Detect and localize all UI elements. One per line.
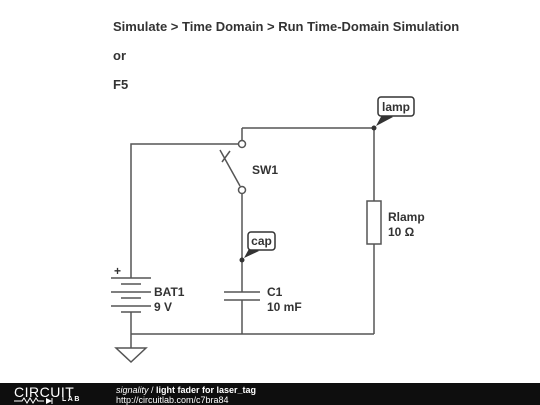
battery-value-label: 9 V [154,300,172,314]
node-tag-lamp-label: lamp [382,100,410,114]
node-tag-cap[interactable]: cap [239,231,276,263]
logo-lab-text: LAB [62,396,81,403]
footer-circuit-title: light fader for laser_tag [156,385,257,395]
battery-name-label: BAT1 [154,285,185,299]
capacitor-name-label: C1 [267,285,283,299]
switch-name-label: SW1 [252,163,278,177]
footer-credit: signality / light fader for laser_tag [116,385,256,395]
wire-left [130,143,242,278]
capacitor-c1[interactable]: C1 10 mF [224,285,302,314]
footer-url-link[interactable]: http://circuitlab.com/c7bra84 [116,395,229,405]
instruction-or: or [113,48,126,63]
schematic-canvas: SW1 Rlamp 10 Ω C1 10 mF + BAT1 9 V lamp [111,96,425,364]
logo-resistor-icon [14,397,53,404]
switch-sw1[interactable]: SW1 [219,128,278,195]
node-tag-lamp[interactable]: lamp [371,96,415,131]
instruction-shortcut: F5 [113,77,129,92]
resistor-value-label: 10 Ω [388,225,415,239]
resistor-name-label: Rlamp [388,210,425,224]
instruction-menu-path: Simulate > Time Domain > Run Time-Domain… [113,19,460,34]
resistor-rlamp[interactable]: Rlamp 10 Ω [366,200,425,245]
logo-circuit-text: CIRCUIT [14,384,75,400]
node-tag-cap-label: cap [251,234,272,248]
footer-bar: CIRCUIT LAB signality / light fader for … [0,383,540,405]
footer-user-link[interactable]: signality [116,385,149,395]
footer-separator: / [148,385,157,395]
ground-icon [114,347,148,364]
battery-bat1[interactable]: + BAT1 9 V [111,264,185,314]
capacitor-value-label: 10 mF [267,300,302,314]
battery-polarity-label: + [114,264,121,278]
